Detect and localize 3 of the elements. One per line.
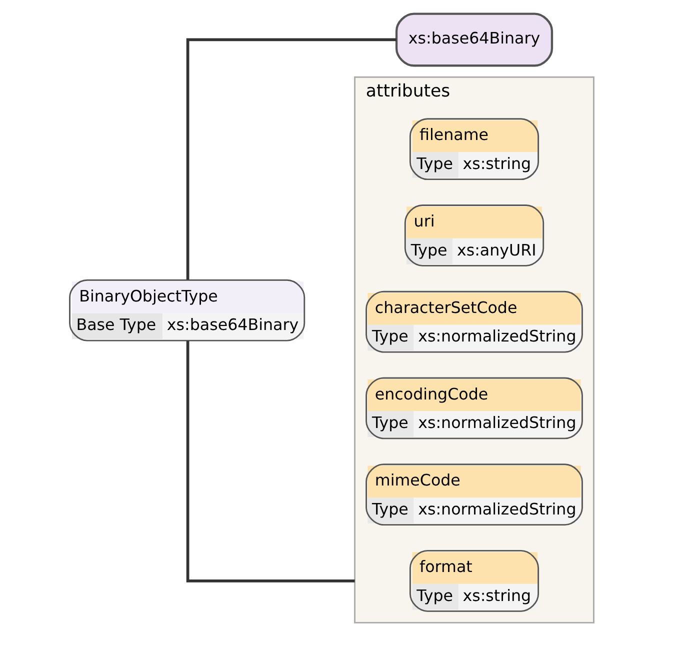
connector — [186, 38, 396, 280]
connector — [186, 340, 355, 582]
node-box: xs:base64Binary — [395, 12, 554, 67]
